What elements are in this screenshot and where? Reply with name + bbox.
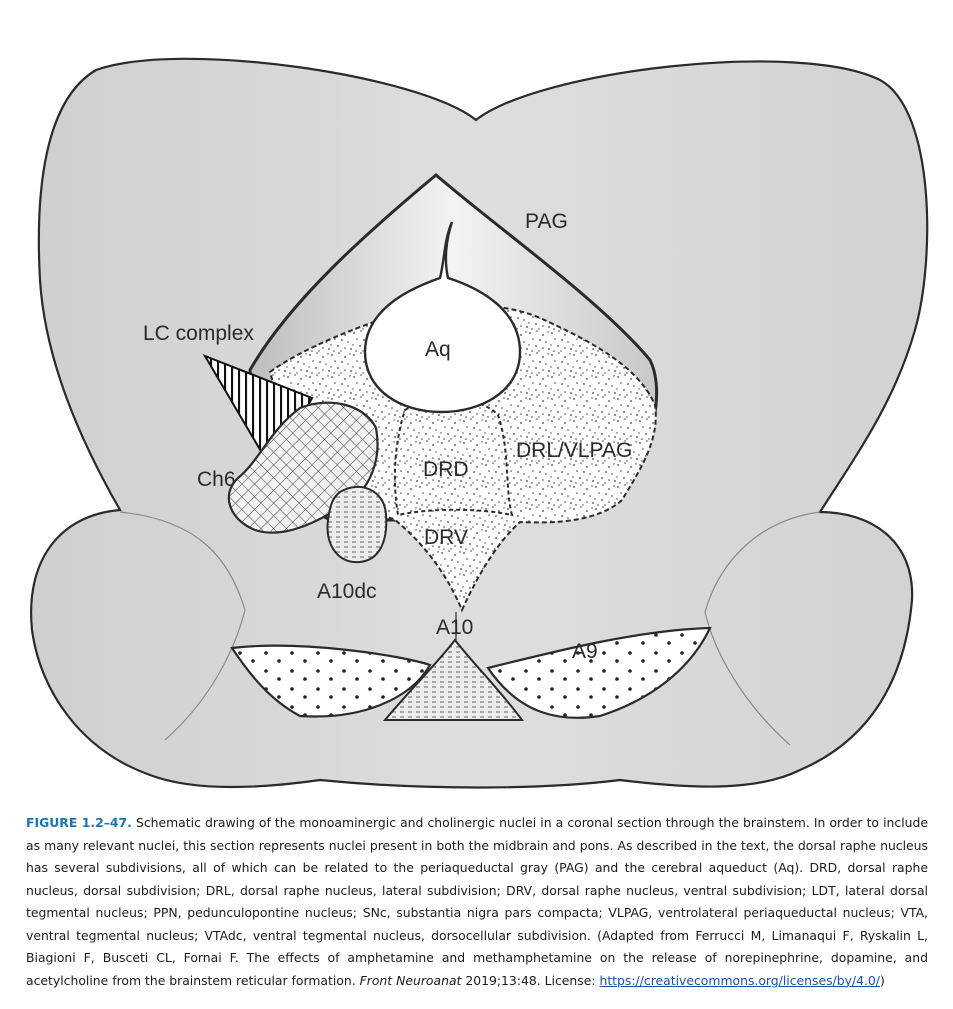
label-a10: A10 [436, 616, 473, 639]
label-aq: Aq [425, 338, 451, 361]
license-link[interactable]: https://creativecommons.org/licenses/by/… [599, 972, 880, 988]
label-lc-complex: LC complex [143, 322, 254, 345]
a9-right-region [486, 626, 712, 719]
figure-caption: FIGURE 1.2–47. Schematic drawing of the … [26, 812, 928, 992]
label-drl-vlpag: DRL/VLPAG [516, 439, 632, 462]
caption-end: ) [879, 972, 885, 988]
label-ch6: Ch6 [197, 468, 236, 491]
figure-label: FIGURE 1.2–47. [26, 815, 132, 830]
label-drv: DRV [424, 526, 468, 549]
ventral-lobe-left-contour [119, 511, 246, 741]
aqueduct [363, 221, 522, 414]
caption-citation: 2019;13:48. License: [461, 972, 600, 988]
brainstem-figure: PAG Aq LC complex DRL/VLPAG DRD Ch6 DRV … [30, 57, 929, 789]
label-a10dc: A10dc [317, 580, 377, 603]
caption-journal: Front Neuroanat [359, 972, 462, 988]
ventral-lobe-right-contour [704, 511, 821, 746]
label-a9: A9 [572, 640, 598, 663]
brainstem-diagram: PAG Aq LC complex DRL/VLPAG DRD Ch6 DRV … [30, 57, 929, 789]
label-drd: DRD [423, 458, 469, 481]
a9-left-region [230, 644, 432, 718]
caption-text: Schematic drawing of the monoaminergic a… [26, 815, 928, 988]
label-pag: PAG [525, 210, 568, 233]
a10dc-region [326, 486, 388, 564]
a10-region [382, 638, 524, 721]
